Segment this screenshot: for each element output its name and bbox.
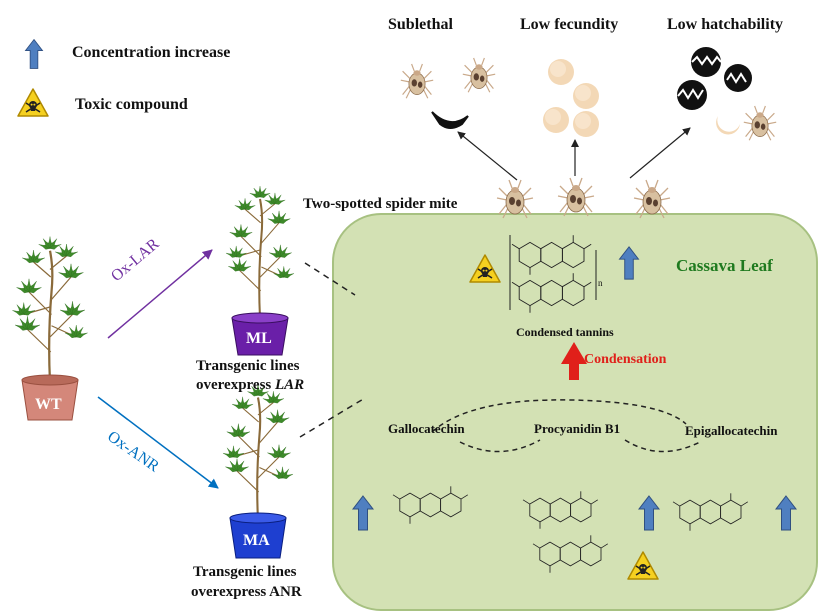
effect-low-hatchability: Low hatchability xyxy=(667,16,784,33)
cassava-leaf-panel xyxy=(332,213,818,611)
wt-pot-label: WT xyxy=(35,396,62,413)
mite-icon xyxy=(400,63,434,99)
mite-on-leaf-icon xyxy=(633,179,671,219)
legend-concentration-label: Concentration increase xyxy=(72,44,231,61)
effect-sublethal: Sublethal xyxy=(388,16,453,33)
condensation-arrow xyxy=(561,342,587,380)
cassava-leaf-label: Cassava Leaf xyxy=(676,256,773,275)
arrow-to-sublethal xyxy=(457,131,518,181)
egg-icon xyxy=(573,83,599,109)
dashed-link xyxy=(459,439,541,453)
concentration-increase-icon xyxy=(25,39,43,69)
egg-icon xyxy=(548,59,574,85)
ma-caption-line1: Transgenic lines xyxy=(193,564,297,580)
epigallocatechin-label: Epigallocatechin xyxy=(685,423,778,438)
egg-icon xyxy=(543,107,569,133)
mite-on-leaf-icon xyxy=(496,179,534,219)
dashed-link xyxy=(624,439,701,453)
effect-low-fecundity: Low fecundity xyxy=(520,16,619,33)
ml-caption-line1: Transgenic lines xyxy=(196,358,300,374)
ml-pot-label: ML xyxy=(246,330,272,347)
mite-icon xyxy=(743,105,777,141)
dashed-link xyxy=(431,399,687,433)
dashed-connector xyxy=(299,397,366,438)
procyanidin-label: Procyanidin B1 xyxy=(534,421,621,436)
egg-icon xyxy=(573,111,599,137)
dashed-connector xyxy=(304,262,356,296)
ma-plant xyxy=(222,384,293,559)
tannin-subscript: n xyxy=(598,278,603,288)
condensation-label: Condensation xyxy=(584,352,667,367)
gallocatechin-label: Gallocatechin xyxy=(388,421,465,436)
ml-caption-line2: overexpress LAR xyxy=(196,377,304,394)
dead-mite-icon xyxy=(431,111,469,129)
ml-caption-prefix: overexpress xyxy=(196,377,276,393)
wt-plant xyxy=(12,237,89,421)
hatched-egg-icon xyxy=(677,47,752,135)
mite-label: Two-spotted spider mite xyxy=(303,196,458,212)
ox-anr-arrow xyxy=(97,396,219,489)
condensed-tannin-structure xyxy=(509,234,597,314)
arrow-to-low-hatchability xyxy=(629,127,691,179)
ma-pot-label: MA xyxy=(243,532,270,549)
mite-icon xyxy=(462,57,496,93)
toxic-compound-icon xyxy=(17,88,49,117)
ml-caption-gene: LAR xyxy=(275,377,305,393)
ml-plant xyxy=(225,186,294,356)
ma-caption-line2: overexpress ANR xyxy=(191,584,302,600)
condensed-tannins-label: Condensed tannins xyxy=(516,325,614,339)
legend-toxic-label: Toxic compound xyxy=(75,96,188,113)
ox-lar-arrow xyxy=(107,249,213,339)
mite-on-leaf-icon xyxy=(557,177,595,217)
